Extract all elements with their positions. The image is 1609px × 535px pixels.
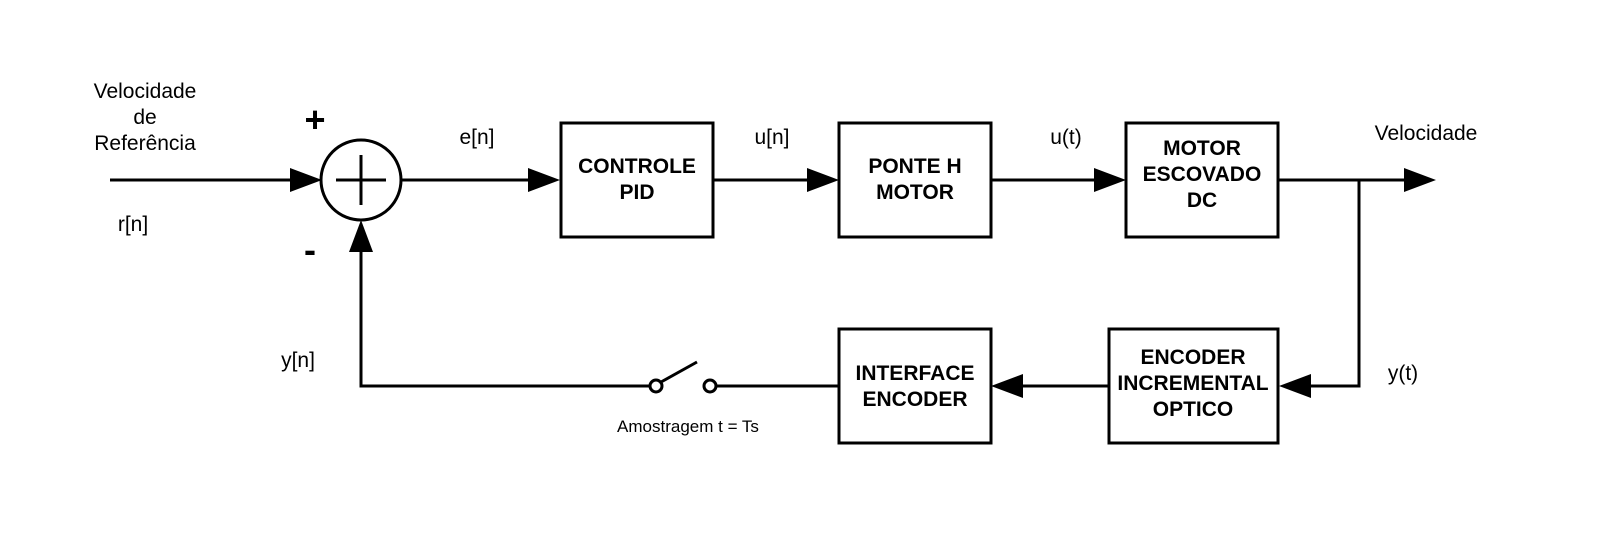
encoder-block-line-2: INCREMENTAL	[1117, 372, 1268, 395]
control-signal-label: u[n]	[754, 126, 789, 149]
error-arrowhead	[528, 168, 560, 192]
output-signal-label: Velocidade	[1375, 122, 1478, 145]
reference-label-line-3: Referência	[94, 132, 196, 155]
pid-block-line-2: PID	[619, 181, 654, 204]
feedback-signal-label: y[n]	[281, 349, 315, 372]
feedback-wire	[359, 252, 650, 388]
encoder-block-line-1: ENCODER	[1140, 346, 1245, 369]
h-bridge-block	[837, 121, 993, 239]
h-bridge-block-line-2: MOTOR	[876, 181, 954, 204]
sampler-label: Amostragem t = Ts	[617, 417, 759, 436]
reference-label-line-2: de	[133, 106, 156, 129]
output-arrowhead	[1404, 168, 1436, 192]
control-arrowhead	[807, 168, 839, 192]
interface-block-line-1: INTERFACE	[855, 362, 974, 385]
measured-signal-label: y(t)	[1388, 362, 1418, 385]
sampler-blade	[660, 360, 698, 384]
sampler-contact-left	[648, 378, 664, 394]
interface-input-arrowhead	[991, 374, 1023, 398]
reference-signal-label: r[n]	[118, 213, 148, 236]
motor-block-line-1: MOTOR	[1163, 137, 1241, 160]
feedback-branch-wire	[1311, 180, 1361, 388]
motor-block-line-2: ESCOVADO	[1143, 163, 1262, 186]
error-signal-label: e[n]	[459, 126, 494, 149]
motor-block-line-3: DC	[1187, 189, 1217, 212]
input-arrowhead	[290, 168, 322, 192]
sampler-switch	[648, 360, 718, 394]
sampler-contact-right	[702, 378, 718, 394]
feedback-arrowhead	[349, 220, 373, 252]
encoder-block-line-3: OPTICO	[1153, 398, 1234, 421]
pid-controller-block	[559, 121, 715, 239]
voltage-arrowhead	[1094, 168, 1126, 192]
encoder-input-arrowhead	[1279, 374, 1311, 398]
encoder-interface-block	[837, 327, 993, 445]
h-bridge-block-line-1: PONTE H	[868, 155, 961, 178]
voltage-signal-label: u(t)	[1050, 126, 1082, 149]
minus-sign: -	[304, 229, 316, 270]
reference-label-line-1: Velocidade	[94, 80, 197, 103]
interface-block-line-2: ENCODER	[862, 388, 967, 411]
plus-sign: +	[304, 99, 325, 140]
pid-block-line-1: CONTROLE	[578, 155, 696, 178]
